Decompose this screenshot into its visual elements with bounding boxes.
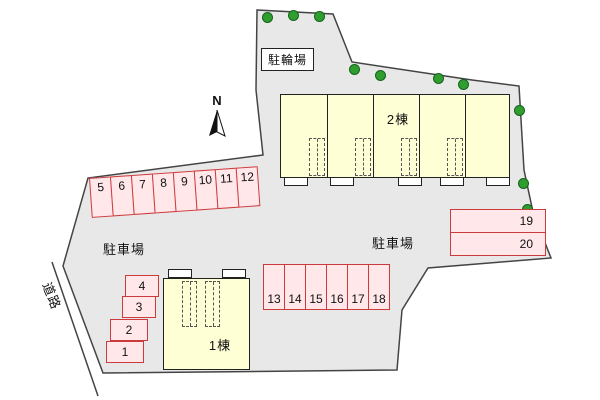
parking-stall-19: 19 [450, 209, 546, 233]
parking-stack-19-20: 19 20 [450, 209, 546, 256]
unit-divider [327, 95, 328, 177]
building-1: 1棟 [163, 269, 250, 370]
parking-stall-18: 18 [368, 264, 390, 310]
entrance-stoop [440, 177, 464, 186]
stair-icon [205, 281, 220, 327]
building-2-label: 2棟 [386, 112, 410, 127]
road-line [51, 261, 99, 397]
entrance-stoop [398, 177, 422, 186]
compass: N [202, 93, 232, 143]
parking-stall-17: 17 [347, 264, 369, 310]
parking-row-13-18: 13 14 15 16 17 18 [263, 264, 390, 310]
parking-stall-13: 13 [263, 264, 285, 310]
entrance-stoop [486, 177, 510, 186]
compass-label: N [212, 93, 222, 108]
entrance-stoop [284, 177, 308, 186]
tree-icon [433, 73, 444, 84]
parking-stall-12: 12 [235, 166, 261, 208]
stair-icon [355, 138, 371, 176]
entrance-stoop [222, 269, 246, 278]
parking-area-label-left: 駐車場 [103, 242, 146, 257]
tree-icon [458, 79, 469, 90]
stair-icon [309, 138, 325, 176]
parking-stall-3: 3 [122, 296, 156, 318]
parking-stall-15: 15 [305, 264, 327, 310]
unit-divider [373, 95, 374, 177]
stair-icon [401, 138, 417, 176]
parking-stall-1: 1 [106, 341, 144, 363]
tree-icon [262, 12, 273, 23]
stair-icon [447, 138, 463, 176]
tree-icon [518, 178, 529, 189]
unit-divider [419, 95, 420, 177]
building-2: 2棟 [280, 94, 510, 186]
tree-icon [288, 10, 299, 21]
building-1-label: 1棟 [208, 338, 232, 353]
tree-icon [314, 11, 325, 22]
entrance-stoop [168, 269, 192, 278]
north-arrow-icon [209, 109, 226, 137]
parking-area-label-right: 駐車場 [372, 236, 415, 251]
entrance-stoop [330, 177, 354, 186]
stair-icon [182, 281, 197, 327]
tree-icon [349, 64, 360, 75]
unit-divider [465, 95, 466, 177]
parking-stall-20: 20 [450, 232, 546, 256]
parking-stall-4: 4 [125, 275, 159, 297]
tree-icon [375, 70, 386, 81]
tree-icon [514, 105, 525, 116]
parking-stall-2: 2 [110, 319, 148, 341]
parking-stall-16: 16 [326, 264, 348, 310]
bicycle-parking-label: 駐輪場 [261, 48, 315, 71]
parking-stall-14: 14 [284, 264, 306, 310]
